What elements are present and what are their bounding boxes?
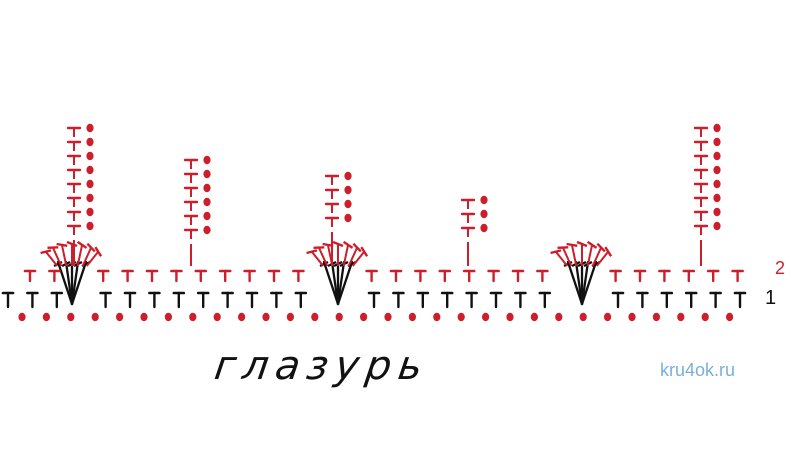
foundation-chain-dot — [530, 312, 539, 322]
foundation-chain-dot — [116, 312, 124, 322]
column-chain-dot — [86, 207, 94, 217]
fan-stem — [566, 260, 584, 306]
column-chain-dot — [203, 169, 211, 179]
foundation-chain-dot — [384, 312, 392, 322]
fan-stem — [336, 260, 346, 306]
column-chain-dot — [344, 199, 352, 209]
column-chain-dot — [86, 123, 94, 133]
foundation-chain-dot — [91, 312, 99, 322]
foundation-chain-dot — [482, 312, 490, 322]
column-chain-dot — [203, 183, 211, 193]
column-chain-dot — [713, 207, 721, 217]
foundation-chain-dot — [335, 312, 343, 322]
foundation-chain-dot — [42, 312, 51, 322]
column-chain-dot — [86, 193, 94, 203]
foundation-chain-dot — [628, 312, 636, 322]
shell-stitch-stem — [586, 244, 594, 267]
fan-stem — [580, 260, 598, 306]
foundation-chain-dot — [311, 312, 319, 322]
shell-stitch-stem — [342, 244, 350, 267]
fan-stem — [56, 260, 74, 306]
foundation-chain-dot — [262, 312, 270, 322]
fan-stem — [580, 260, 590, 306]
foundation-chain-dot — [164, 312, 172, 322]
shell-stitch-stem — [561, 247, 573, 267]
column-chain-dot — [86, 221, 94, 231]
foundation-chain-dot — [555, 312, 563, 322]
column-chain-dot — [713, 123, 721, 133]
column-chain-dot — [86, 151, 94, 161]
foundation-chain-dot — [506, 312, 514, 322]
row-label-2: 2 — [775, 258, 786, 278]
fan-stem — [336, 260, 354, 306]
shell-stitch-stem — [351, 251, 365, 267]
column-chain-dot — [480, 223, 488, 233]
column-chain-dot — [480, 195, 488, 205]
shell-stitch-stem — [311, 251, 325, 267]
foundation-chain-dot — [701, 312, 709, 322]
column-chain-dot — [86, 179, 94, 189]
watermark: kru4ok.ru — [660, 360, 736, 380]
foundation-chain-dot — [457, 312, 465, 322]
column-chain-dot — [86, 137, 94, 147]
foundation-chain-dot — [18, 312, 26, 322]
shell-stitch-stem — [347, 247, 359, 267]
foundation-chain-dot — [604, 312, 612, 322]
foundation-chain-dot — [189, 312, 197, 322]
row-label-1: 1 — [765, 287, 777, 309]
column-chain-dot — [203, 211, 211, 221]
fan-stem — [322, 260, 340, 306]
shell-stitch-stem — [76, 244, 84, 267]
shell-stitch-stem — [555, 251, 569, 267]
foundation-chain-dot — [286, 312, 294, 322]
column-chain-dot — [713, 165, 721, 175]
shell-stitch-stem — [591, 247, 603, 267]
column-chain-dot — [713, 151, 721, 161]
column-chain-dot — [713, 193, 721, 203]
shell-stitch-stem — [81, 247, 93, 267]
foundation-chain-dot — [652, 312, 661, 322]
foundation-chain-dot — [360, 312, 368, 322]
column-chain-dot — [203, 155, 211, 165]
column-chain-dot — [86, 165, 94, 175]
foundation-chain-dot — [726, 312, 734, 322]
column-chain-dot — [713, 137, 721, 147]
shell-stitch-stem — [51, 247, 63, 267]
column-chain-dot — [713, 221, 721, 231]
fan-stem — [70, 260, 80, 306]
column-chain-dot — [344, 171, 352, 181]
foundation-chain-dot — [140, 312, 148, 322]
shell-stitch-stem — [595, 251, 609, 267]
shell-stitch-stem — [85, 251, 99, 267]
shell-stitch-stem — [60, 244, 68, 267]
diagram-caption: глазурь — [211, 343, 433, 389]
column-chain-dot — [203, 225, 211, 235]
column-chain-dot — [203, 197, 211, 207]
column-chain-dot — [480, 209, 488, 219]
foundation-chain-dot — [677, 312, 685, 322]
foundation-chain-dot — [579, 312, 587, 322]
foundation-chain-dot — [408, 312, 416, 322]
shell-stitch-stem — [317, 247, 329, 267]
foundation-chain-dot — [67, 312, 75, 322]
column-chain-dot — [713, 179, 721, 189]
foundation-chain-dot — [213, 312, 221, 322]
column-chain-dot — [344, 213, 352, 223]
column-chain-dot — [344, 185, 352, 195]
fan-stem — [70, 260, 88, 306]
foundation-chain-dot — [238, 312, 246, 322]
foundation-chain-dot — [433, 312, 441, 322]
shell-stitch-stem — [45, 251, 59, 267]
shell-stitch-stem — [570, 244, 578, 267]
